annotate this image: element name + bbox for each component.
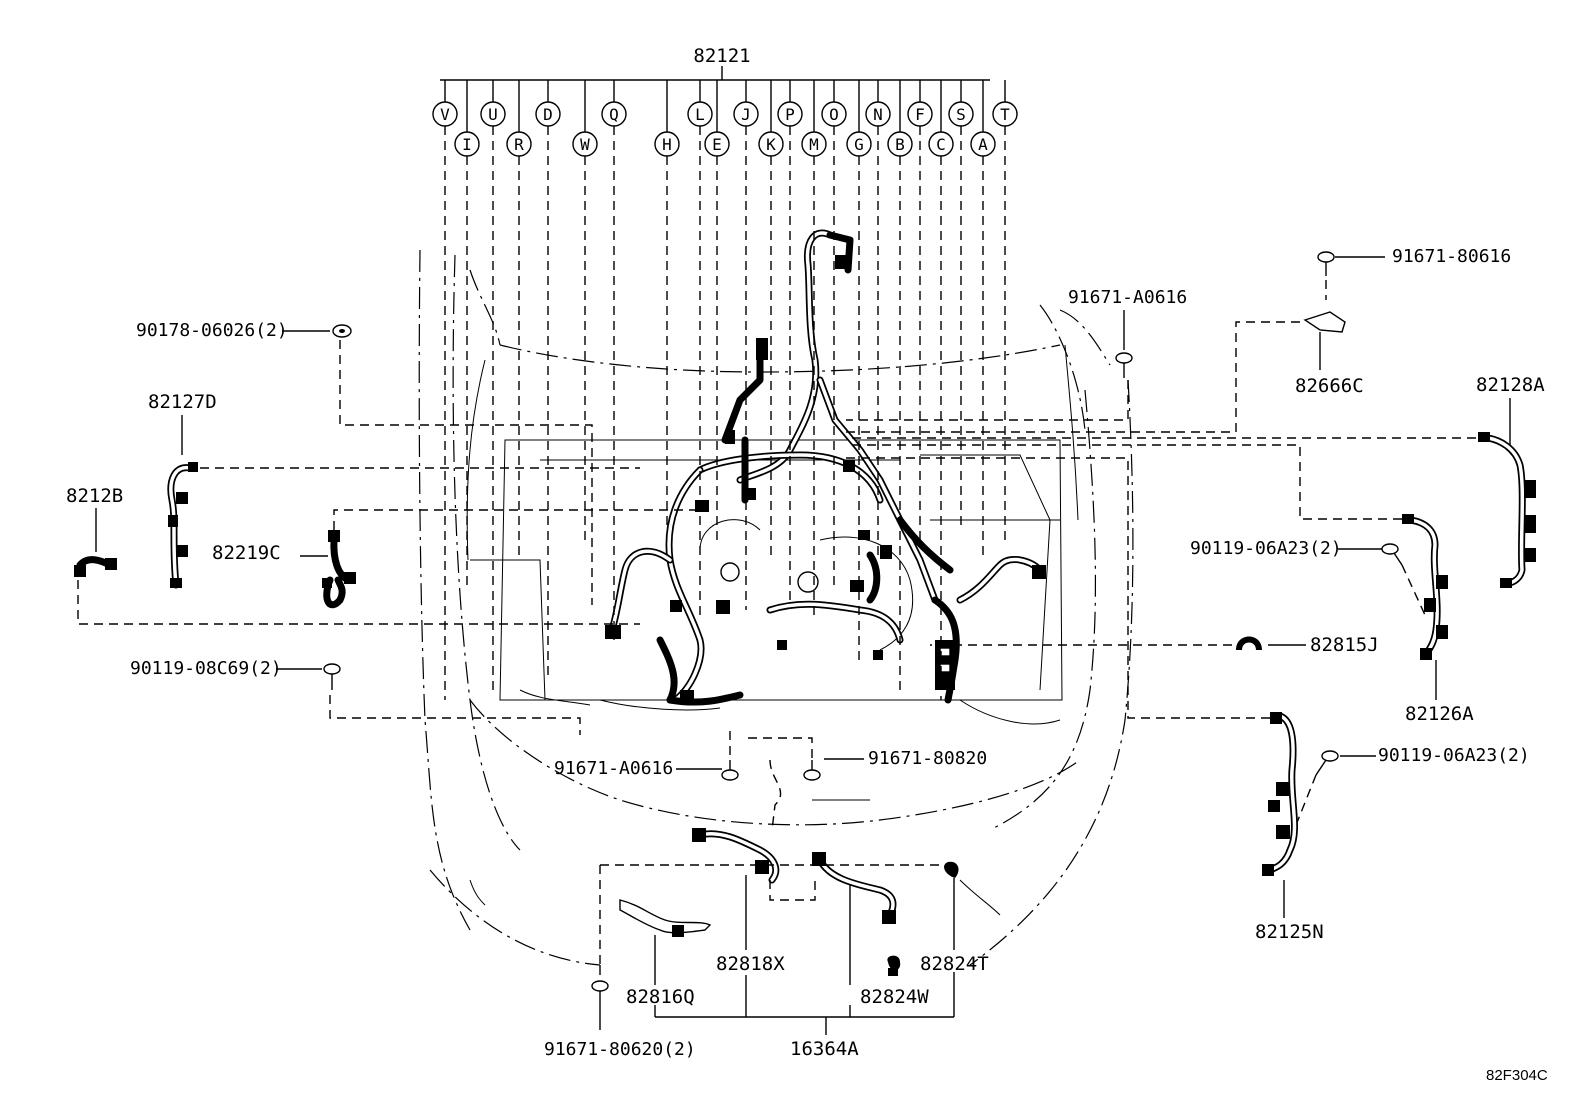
connector-letter-B: B <box>895 135 905 154</box>
part-label-8212B: 8212B <box>66 485 123 507</box>
callout-lines-bottom <box>654 875 955 1035</box>
main-harness-callout <box>440 66 990 81</box>
connector-letter-P: P <box>785 105 795 124</box>
bolt-icon <box>276 663 581 735</box>
harness-82824T <box>599 852 959 965</box>
connector-letter-H: H <box>662 135 672 154</box>
part-label-90178-06026: 90178-06026(2) <box>136 320 288 341</box>
connector-letter-I: I <box>462 135 472 154</box>
clip-82824W <box>887 955 901 976</box>
connector-letter-F: F <box>915 105 925 124</box>
bolt-icon <box>1338 543 1426 616</box>
harness-82127D <box>167 415 640 589</box>
connector-letter-D: D <box>543 105 553 124</box>
part-label-90119-08C69: 90119-08C69(2) <box>130 658 282 679</box>
connector-letter-L: L <box>695 105 705 124</box>
connector-letter-M: M <box>809 135 819 154</box>
bolt-icon <box>676 728 739 781</box>
bracket-82816Q <box>619 899 712 985</box>
connector-letter-Q: Q <box>609 105 619 124</box>
harness-82219C <box>300 509 700 609</box>
connector-letter-C: C <box>936 135 946 154</box>
connector-letter-T: T <box>1000 105 1010 124</box>
bolt-icon <box>745 737 870 801</box>
part-label-90119-06A23-a: 90119-06A23(2) <box>1190 538 1342 559</box>
part-label-91671-80616: 91671-80616 <box>1392 246 1511 267</box>
engine-harness <box>605 229 1046 706</box>
part-label-82666C: 82666C <box>1295 375 1364 397</box>
bolt-icon <box>1317 251 1385 300</box>
bolt-icon <box>591 965 609 1030</box>
connector-letter-S: S <box>956 105 966 124</box>
harness-82818X <box>692 759 816 901</box>
connector-letter-R: R <box>514 135 524 154</box>
main-harness-label: 82121 <box>693 45 750 67</box>
part-label-91671-A0616-top: 91671-A0616 <box>1068 287 1187 308</box>
harness-82125N <box>846 457 1298 918</box>
connector-letter-G: G <box>854 135 864 154</box>
bolt-icon <box>1289 750 1376 841</box>
part-label-90119-06A23-b: 90119-06A23(2) <box>1378 745 1530 766</box>
part-label-82128A: 82128A <box>1476 374 1545 396</box>
harness-82126A <box>846 444 1448 700</box>
part-label-82815J: 82815J <box>1310 634 1379 656</box>
part-label-82127D: 82127D <box>148 391 217 413</box>
bracket-82666C <box>846 311 1346 433</box>
part-label-82126A: 82126A <box>1405 703 1474 725</box>
harness-82128A <box>846 398 1536 588</box>
connector-letter-W: W <box>580 135 590 154</box>
connector-letter-K: K <box>766 135 776 154</box>
part-label-16364A: 16364A <box>790 1038 859 1060</box>
part-label-82219C: 82219C <box>212 542 281 564</box>
connector-letter-E: E <box>712 135 722 154</box>
part-label-82824T: 82824T <box>920 953 989 975</box>
part-label-91671-80820: 91671-80820 <box>868 748 987 769</box>
connector-letter-A: A <box>978 135 988 154</box>
part-label-82818X: 82818X <box>716 953 785 975</box>
bolt-icon <box>846 310 1133 421</box>
connector-letter-N: N <box>873 105 883 124</box>
part-label-91671-80620: 91671-80620(2) <box>544 1039 696 1060</box>
nut-icon <box>282 324 593 605</box>
connector-letter-V: V <box>440 105 450 124</box>
part-label-91671-A0616-bottom: 91671-A0616 <box>554 758 673 779</box>
connector-letter-J: J <box>741 105 751 124</box>
part-label-82816Q: 82816Q <box>626 986 695 1008</box>
connector-callouts: V U D Q L J P O N F S T I R W H E K M G B C A <box>432 80 1018 157</box>
clip-82815J <box>930 636 1306 650</box>
part-label-82125N: 82125N <box>1255 921 1324 943</box>
figure-code: 82F304C <box>1486 1067 1548 1084</box>
harness-8212B <box>74 508 640 625</box>
connector-letter-O: O <box>829 105 839 124</box>
connector-letter-U: U <box>488 105 498 124</box>
part-label-82824W: 82824W <box>860 986 929 1008</box>
connector-leader-lines <box>444 126 1006 700</box>
